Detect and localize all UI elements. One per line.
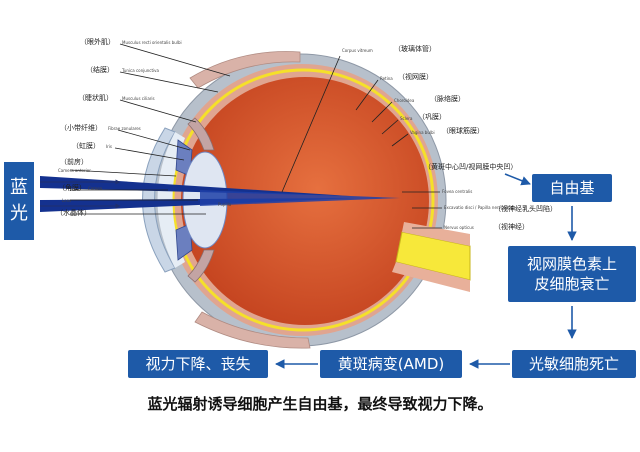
label-pupil-en: Pupilla <box>218 202 232 207</box>
label-zonule: （小带纤维） <box>60 124 102 132</box>
extraocular-muscle-bottom <box>194 311 311 349</box>
flow-box-vision-loss: 视力下降、丧失 <box>128 350 268 378</box>
flow-box-amd: 黄斑病变(AMD) <box>320 350 462 378</box>
iris-bottom <box>175 223 193 261</box>
optic-nerve-sheath-lower <box>392 262 470 292</box>
label-choroid-en: Choroidea <box>394 98 415 103</box>
label-optic-nerve: （视神经） <box>494 223 529 231</box>
label-retina-en: Retina <box>380 76 393 81</box>
label-ciliary-body-en: Musculus ciliaris <box>122 96 155 101</box>
flow-box-photoreceptor-death: 光敏细胞死亡 <box>512 350 636 378</box>
label-fovea-en: Fovea centralis <box>442 189 473 194</box>
label-optic-nerve-en: Nervus opticus <box>444 225 474 230</box>
label-conjunctiva-en: Tunica conjunctiva <box>122 68 159 73</box>
caption: 蓝光辐射诱导细胞产生自由基，最终导致视力下降。 <box>147 395 493 413</box>
ciliary-body-bottom <box>187 249 215 283</box>
label-iris: （虹膜） <box>72 142 100 150</box>
blue-light-label: 蓝 光 <box>4 162 34 240</box>
label-zonule-en: Fibrae zonulares <box>108 126 141 131</box>
label-iris-en: Iris <box>106 144 113 149</box>
arrow-fovea-to-free <box>504 173 531 186</box>
label-conjunctiva: （结膜） <box>86 66 114 74</box>
label-optic-disc: （视神经乳头凹陷） <box>494 205 557 213</box>
label-cornea: （角膜） <box>58 184 86 192</box>
extraocular-muscle-top <box>189 51 301 89</box>
beam-focus <box>200 190 400 206</box>
label-lens-en: Lens <box>62 198 72 203</box>
blue-light-char-1: 蓝 <box>10 177 28 198</box>
label-optic-disc-en: Excavatio disci / Papilla nervi optici <box>444 205 515 210</box>
label-ciliary-body: （睫状肌） <box>78 94 113 102</box>
label-vagina-en: Vagina bulbi <box>410 130 435 135</box>
label-lens: （水晶体） <box>56 209 91 217</box>
label-extraocular-muscle: （眼外肌） <box>80 38 115 46</box>
label-choroid: （脉络膜） <box>430 95 465 103</box>
flow-arrows <box>275 173 577 369</box>
flow-box-free-radicals: 自由基 <box>532 174 612 202</box>
label-extraocular-muscle-en: Musculus recti orientalis bulbi <box>122 40 182 45</box>
label-vitreous-en: Corpus vitreum <box>342 48 373 53</box>
blue-light-beams <box>40 176 400 212</box>
label-fovea: （黄斑中心凹/视网膜中央凹） <box>424 163 518 171</box>
flow-box-rpe-decline: 视网膜色素上 皮细胞衰亡 <box>508 246 636 302</box>
label-cornea-en: Cornea <box>88 186 103 191</box>
label-sclera: （巩膜） <box>418 113 446 121</box>
label-sclera-en: Sclera <box>400 116 413 121</box>
label-anterior-chamber-en: Camera anterior <box>58 168 91 173</box>
label-vitreous: （玻璃体管） <box>394 45 436 53</box>
label-vagina: （眼球筋膜） <box>442 127 484 135</box>
ciliary-body-top <box>187 117 215 151</box>
leader-lines <box>69 43 442 229</box>
blue-light-char-2: 光 <box>10 203 28 224</box>
label-anterior-chamber: （前房） <box>60 158 88 166</box>
label-retina: （视网膜） <box>398 73 433 81</box>
